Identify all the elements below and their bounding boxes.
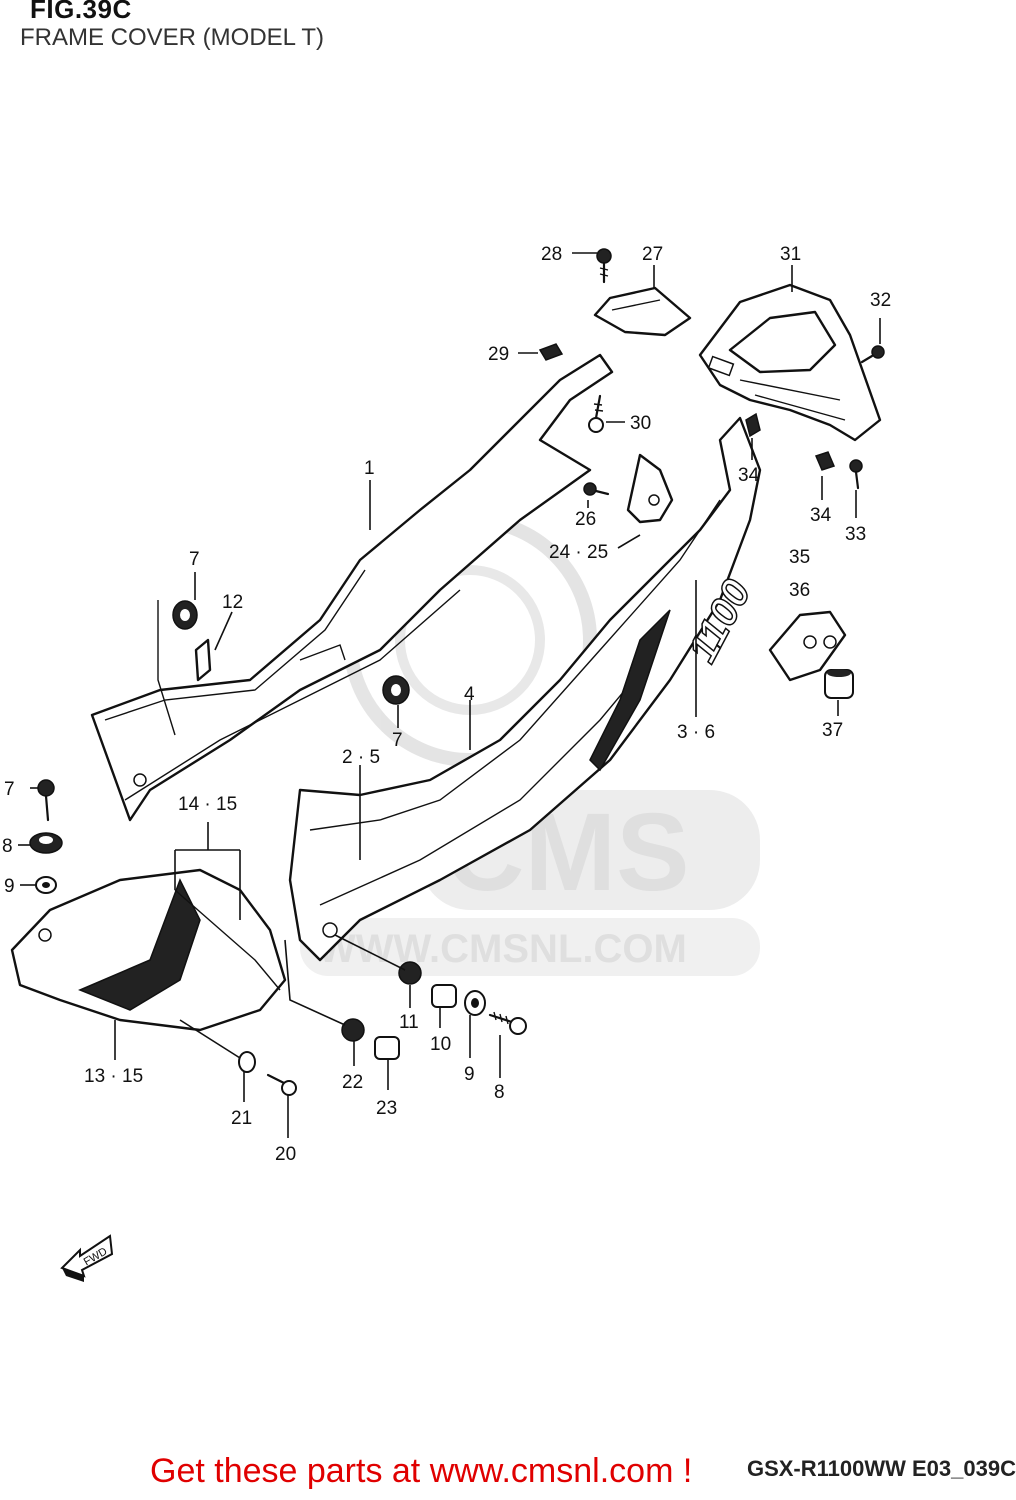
part-27-cover [593, 286, 692, 337]
part-23-collar [374, 1036, 400, 1060]
watermark-url: WWW.CMSNL.COM [318, 927, 687, 971]
part-34-clip-a [745, 412, 761, 438]
label-23: 23 [376, 1098, 397, 1119]
label-7-upper: 7 [189, 549, 200, 570]
label-2-5: 2 · 5 [342, 747, 380, 768]
label-11: 11 [399, 1012, 419, 1033]
part-labels: 28 27 31 32 29 30 34 34 33 1 26 24 · 25 … [2, 244, 891, 1165]
part-7-grommet-middle [382, 675, 410, 705]
part-8-bolt [488, 1011, 527, 1035]
label-14-15: 14 · 15 [178, 794, 237, 815]
part-11-grommet [398, 961, 422, 985]
label-20: 20 [275, 1144, 296, 1165]
part-19-grommet [35, 876, 57, 894]
label-33: 33 [845, 524, 866, 545]
label-leaders [18, 252, 857, 1138]
fwd-arrow-icon: FWD [60, 1234, 114, 1282]
label-26: 26 [575, 509, 596, 530]
part-26-screw [583, 482, 610, 496]
part-35-36-damper [768, 610, 847, 682]
part-33-screw [849, 459, 863, 490]
label-31: 31 [780, 244, 801, 265]
label-24-25: 24 · 25 [549, 542, 608, 563]
label-4: 4 [464, 684, 475, 705]
part-22-grommet [341, 1018, 365, 1042]
label-22: 22 [342, 1072, 363, 1093]
label-34b: 34 [810, 505, 832, 526]
part-10-collar [431, 984, 457, 1008]
part-29-clip [538, 343, 564, 361]
part-3-6-side-cover: 1100 [288, 416, 762, 962]
part-37-collar [824, 669, 854, 699]
label-28: 28 [541, 244, 562, 265]
label-10: 10 [430, 1034, 451, 1055]
part-28-screw [596, 248, 612, 284]
label-7-middle: 7 [392, 730, 403, 751]
assembly-lines [179, 934, 406, 1059]
label-9: 9 [464, 1064, 475, 1085]
part-31-tail-piece [698, 283, 882, 442]
part-13-15-lower-cover [10, 822, 287, 1032]
part-34-clip-b [814, 451, 836, 471]
label-36: 36 [789, 580, 810, 601]
label-19: 9 [4, 876, 15, 897]
part-20-bolt [266, 1073, 297, 1096]
model-code: GSX-R1100WW E03_039C [746, 1456, 1016, 1481]
label-3-6: 3 · 6 [677, 722, 715, 743]
label-27: 27 [642, 244, 663, 265]
part-32-screw [860, 318, 885, 364]
label-13-15: 13 · 15 [84, 1066, 143, 1087]
part-24-25-bracket [626, 453, 674, 524]
part-1-frame-cover [90, 353, 614, 822]
watermark: CMS WWW.CMSNL.COM [300, 513, 760, 976]
label-8: 8 [494, 1082, 505, 1103]
parts-link[interactable]: Get these parts at www.cmsnl.com ! [150, 1452, 693, 1490]
part-30-screw [588, 394, 604, 433]
label-17: 7 [4, 779, 15, 800]
part-9-washer [464, 990, 486, 1016]
part-17-bolt [37, 779, 55, 822]
label-1: 1 [364, 458, 375, 479]
label-18: 8 [2, 836, 13, 857]
label-37: 37 [822, 720, 843, 741]
label-35: 35 [789, 547, 810, 568]
figure-number: FIG.39C [30, 0, 132, 24]
label-30: 30 [630, 413, 651, 434]
label-32: 32 [870, 290, 891, 311]
fwd-label: FWD [82, 1245, 110, 1268]
part-21-washer [238, 1051, 256, 1073]
part-18-washer [29, 832, 63, 854]
part-12-label [194, 638, 212, 682]
label-34a: 34 [738, 465, 760, 486]
label-21: 21 [231, 1108, 252, 1129]
part-7-grommet-upper [157, 600, 198, 736]
label-12: 12 [222, 592, 243, 613]
label-29: 29 [488, 344, 509, 365]
figure-caption: FRAME COVER (MODEL T) [20, 24, 325, 51]
